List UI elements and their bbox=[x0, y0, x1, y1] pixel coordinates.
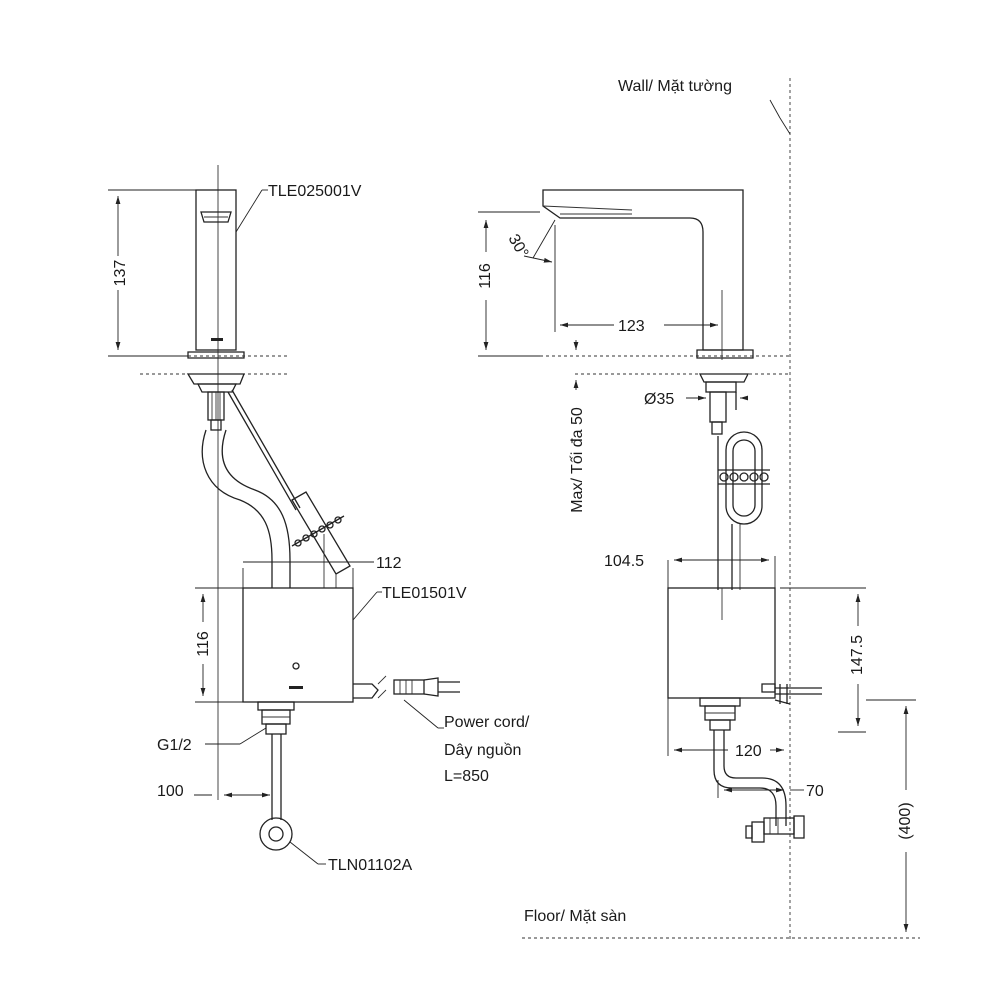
faucet-model-leader bbox=[235, 189, 263, 233]
faucet-body-side bbox=[542, 189, 754, 360]
dim-box-width-top bbox=[242, 561, 374, 588]
floor-label: Floor/ Mặt sàn bbox=[524, 908, 626, 925]
mounting-nut-front bbox=[186, 373, 245, 431]
dim-floor-height bbox=[866, 699, 916, 932]
angle-valve-front bbox=[259, 817, 293, 851]
sensor-box-leader bbox=[352, 591, 378, 621]
power-cord-label-1: Power cord/ bbox=[444, 714, 530, 731]
sensor-cable-front bbox=[227, 391, 297, 511]
hose-front bbox=[201, 429, 273, 588]
dim-box-width-top-label: 112 bbox=[376, 555, 402, 572]
outlet-fitting-side bbox=[699, 697, 787, 826]
outlet-fitting-front bbox=[257, 701, 295, 820]
dim-spout-height bbox=[478, 211, 540, 357]
dim-faucet-height bbox=[108, 189, 196, 357]
dim-box-depth bbox=[667, 556, 776, 588]
angle-line bbox=[532, 219, 556, 259]
front-view: 137 TLE025001V 112 TLE01501V 116 G1/2 bbox=[108, 165, 530, 874]
dim-faucet-height-label: 137 bbox=[112, 260, 129, 287]
power-cord-label-3: L=850 bbox=[444, 768, 489, 785]
dim-box-depth-label: 104.5 bbox=[604, 553, 644, 570]
dim-valve-offset bbox=[717, 780, 804, 798]
power-cord-label-2: Dây nguồn bbox=[444, 742, 521, 759]
valve-model-label: TLN01102A bbox=[328, 857, 413, 874]
faucet-model-label: TLE025001V bbox=[268, 183, 362, 200]
coiled-cable-side bbox=[717, 431, 770, 590]
sensor-box-front bbox=[242, 587, 460, 703]
dim-floor-height-label: (400) bbox=[897, 802, 914, 839]
wall-label: Wall/ Mặt tường bbox=[618, 78, 732, 95]
cable-tie-front bbox=[291, 515, 345, 547]
power-cord-leader bbox=[403, 699, 439, 729]
dim-pipe-offset-label: 100 bbox=[157, 783, 184, 800]
sensor-box-model-label: TLE01501V bbox=[382, 585, 467, 602]
sensor-box-side bbox=[667, 587, 822, 705]
hole-diameter-label: Ø35 bbox=[644, 391, 674, 408]
faucet-body-front bbox=[187, 189, 245, 359]
dim-spout-height-label: 116 bbox=[477, 263, 494, 289]
dim-box-total-height-label: 147.5 bbox=[849, 635, 866, 675]
dim-box-total-height bbox=[780, 587, 866, 733]
max-depth-label: Max/ Tối đa 50 bbox=[569, 407, 586, 513]
mounting-nut-side bbox=[698, 373, 750, 435]
dim-box-bottom-width-label: 120 bbox=[735, 743, 762, 760]
side-view: Wall/ Mặt tường 30° 116 bbox=[477, 78, 920, 940]
dim-box-height-front-label: 116 bbox=[195, 631, 212, 657]
dim-spout-reach-label: 123 bbox=[618, 318, 645, 335]
dim-box-bottom-width bbox=[667, 698, 784, 756]
valve-model-leader bbox=[289, 841, 319, 865]
angle-valve-side bbox=[745, 815, 805, 843]
wall-leader bbox=[779, 117, 791, 135]
thread-label: G1/2 bbox=[157, 737, 192, 754]
dim-valve-offset-label: 70 bbox=[806, 783, 824, 800]
dim-spout-reach bbox=[554, 225, 718, 332]
dim-box-height-front bbox=[195, 587, 258, 703]
